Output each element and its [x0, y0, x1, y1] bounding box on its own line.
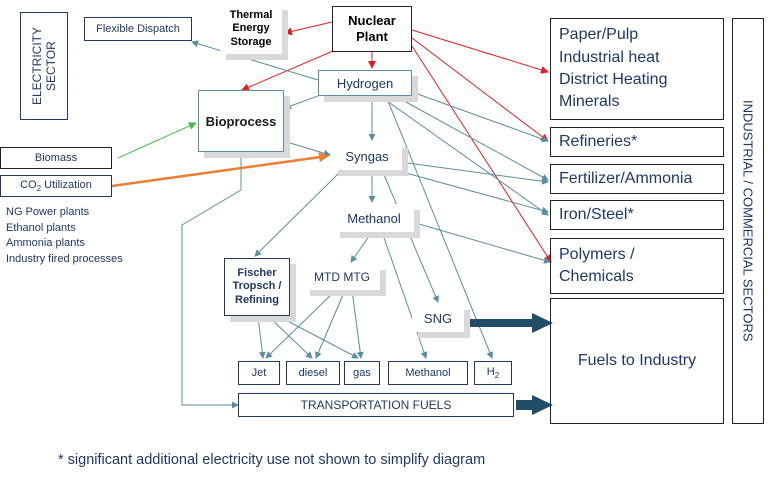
hydrogen-to-flexible-dispatch	[191, 40, 319, 81]
diesel-box: diesel	[286, 361, 340, 385]
syngas-to-sng	[381, 169, 439, 303]
methanol-box: Methanol	[334, 204, 414, 232]
paper-pulp-label: Paper/Pulp Industrial heat District Heat…	[559, 26, 668, 111]
methanol-to-polymers	[411, 221, 551, 264]
nuclear-plant-label: Nuclear Plant	[348, 13, 396, 44]
syngas-to-fertilizer	[399, 161, 549, 185]
industrial-sectors-label: INDUSTRIAL / COMMERCIAL SECTORS	[740, 100, 756, 342]
thermal-storage-label: Thermal Energy Storage	[229, 9, 273, 48]
co2-source-item: Industry fired processes	[6, 252, 123, 265]
fischer-to-gas	[277, 315, 359, 359]
hydrogen-to-iron-steel	[379, 95, 549, 216]
fischer-to-diesel	[267, 315, 313, 359]
flexible-dispatch-box: Flexible Dispatch	[84, 17, 192, 41]
mtd-to-diesel	[315, 289, 346, 359]
gas-box: gas	[344, 361, 380, 385]
syngas-box: Syngas	[332, 142, 402, 170]
co2-source-item: Ethanol plants	[6, 221, 76, 234]
fischer-tropsch-label: Fischer Tropsch / Refining	[232, 267, 282, 306]
hydrogen-to-bioprocess	[284, 95, 319, 110]
footnote: * significant additional electricity use…	[58, 452, 486, 468]
fuels-industry-label: Fuels to Industry	[577, 352, 697, 369]
bioprocess-label: Bioprocess	[205, 113, 277, 129]
co2-to-syngas-arrow	[111, 152, 329, 188]
electricity-sector-label: ELECTRICITY SECTOR	[30, 26, 58, 105]
refineries-box: Refineries*	[550, 127, 724, 157]
nuclear-to-refineries-arrow	[411, 37, 549, 142]
mtd-mtg-box: MTD MTG	[304, 264, 380, 290]
polymers-label: Polymers / Chemicals	[559, 246, 635, 285]
electricity-sector-box: ELECTRICITY SECTOR	[20, 12, 68, 120]
bioprocess-box: Bioprocess	[198, 90, 284, 152]
hydrogen-to-fertilizer	[394, 95, 549, 181]
sng-box: SNG	[412, 304, 464, 332]
methanol-product-label: Methanol	[405, 367, 451, 379]
sng-label: SNG	[423, 310, 453, 326]
methanol-label: Methanol	[347, 210, 401, 226]
fertilizer-box: Fertilizer/Ammonia	[550, 164, 724, 194]
biomass-label: Biomass	[34, 152, 78, 164]
nuclear-plant-box: Nuclear Plant	[332, 6, 412, 52]
thermal-storage-box: Thermal Energy Storage	[220, 4, 282, 54]
methanol-to-mtd	[350, 231, 373, 263]
gas-label: gas	[353, 367, 371, 379]
co2-source-item: NG Power plants	[6, 206, 90, 218]
nuclear-to-polymers-arrow	[411, 45, 552, 263]
syngas-to-fischer	[254, 169, 343, 257]
nuclear-to-paper-arrow	[411, 29, 549, 74]
iron-steel-label: Iron/Steel*	[559, 206, 634, 223]
bioprocess-to-transport	[181, 152, 242, 409]
transportation-fuels-label: TRANSPORTATION FUELS	[300, 398, 452, 412]
mtd-to-gas	[351, 289, 364, 359]
mtd-mtg-label: MTD MTG	[314, 270, 370, 284]
hydrogen-to-h2	[385, 95, 493, 359]
co2-sources-list: NG Power plants Ethanol plants Ammonia p…	[6, 205, 123, 267]
transportation-fuels-box: TRANSPORTATION FUELS	[238, 393, 514, 417]
fischer-tropsch-box: Fischer Tropsch / Refining	[224, 258, 290, 316]
jet-box: Jet	[238, 361, 280, 385]
syngas-label: Syngas	[345, 148, 389, 164]
hydrogen-to-refineries	[411, 91, 549, 143]
flexible-dispatch-label: Flexible Dispatch	[96, 23, 180, 35]
nuclear-to-bioprocess-arrow	[241, 47, 341, 91]
syngas-to-iron-steel	[394, 169, 549, 214]
iron-steel-box: Iron/Steel*	[550, 200, 724, 230]
hydrogen-label: Hydrogen	[336, 75, 394, 91]
co2-source-item: Ammonia plants	[6, 237, 85, 249]
biomass-to-bioprocess-arrow	[117, 122, 197, 159]
h2-box: H2	[474, 361, 512, 385]
polymers-box: Polymers / Chemicals	[550, 238, 724, 294]
transport-to-fuels-arrow	[516, 395, 553, 415]
sng-to-fuels-arrow	[466, 313, 553, 333]
co2-utilization-box: CO2 Utilization	[0, 175, 112, 197]
hydrogen-box: Hydrogen	[318, 70, 412, 96]
paper-pulp-box: Paper/Pulp Industrial heat District Heat…	[550, 18, 724, 120]
methanol-to-methanol-product	[381, 231, 428, 359]
h2-label: H2	[486, 365, 500, 381]
methanol-product-box: Methanol	[388, 361, 468, 385]
diesel-label: diesel	[298, 367, 328, 379]
mtd-to-jet	[265, 289, 337, 359]
co2-utilization-label: CO2 Utilization	[20, 178, 92, 194]
refineries-label: Refineries*	[559, 133, 638, 150]
bioprocess-to-syngas	[279, 139, 331, 157]
jet-label: Jet	[251, 367, 267, 379]
industrial-sectors-box: INDUSTRIAL / COMMERCIAL SECTORS	[732, 18, 764, 424]
biomass-box: Biomass	[0, 147, 112, 169]
fischer-to-jet	[257, 315, 266, 359]
fuels-industry-box: Fuels to Industry	[550, 298, 724, 424]
nuclear-to-thermal-arrow	[284, 21, 333, 36]
fertilizer-label: Fertilizer/Ammonia	[559, 170, 693, 187]
